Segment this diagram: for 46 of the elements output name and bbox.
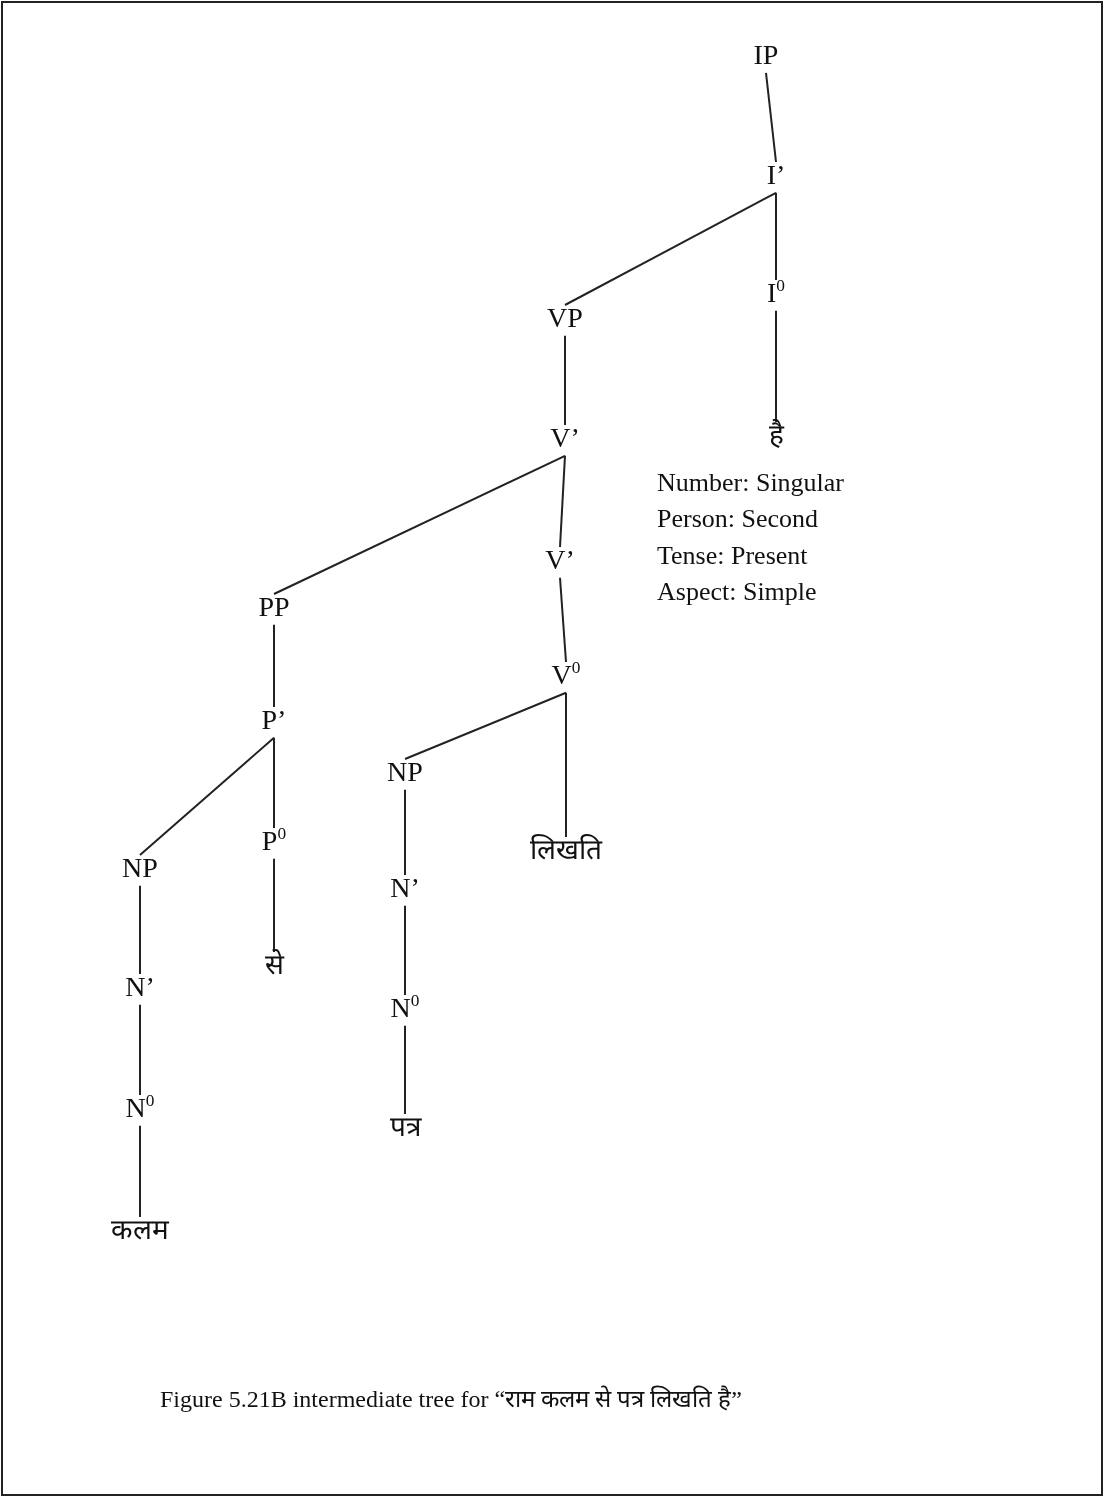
- tree-branch-line: [564, 334, 566, 426]
- tree-branch-line: [559, 576, 567, 663]
- tree-node-label: I’: [764, 160, 788, 191]
- tree-branch-line: [565, 691, 567, 838]
- tree-node-label: IP: [751, 40, 781, 71]
- tree-node-label: कलम: [109, 1215, 171, 1246]
- tree-node-label: है: [766, 420, 786, 451]
- tree-node-label: से: [262, 950, 286, 981]
- tree-node-label: N’: [123, 972, 157, 1003]
- tree-node-label: V$^{0}$: [549, 660, 583, 691]
- tree-branch-line: [775, 191, 777, 281]
- figure-caption: Figure 5.21B intermediate tree for “राम कलम से पत्र लिखति है”: [160, 1384, 742, 1414]
- feature-annotation: Tense: Present: [657, 539, 809, 572]
- tree-branch-line: [775, 309, 777, 423]
- tree-node-label: V’: [543, 545, 577, 576]
- tree-node-label: PP: [256, 592, 292, 623]
- tree-node-label: I$^{0}$: [765, 278, 787, 309]
- tree-branch-line: [404, 691, 567, 760]
- feature-annotation: Aspect: Simple: [657, 576, 818, 609]
- tree-branch-line: [404, 1024, 406, 1115]
- tree-branch-line: [139, 1003, 141, 1096]
- tree-branch-line: [765, 71, 777, 163]
- tree-branch-line: [273, 623, 275, 708]
- tree-node-label: N’: [388, 873, 422, 904]
- feature-annotation: Person: Second: [657, 503, 820, 536]
- tree-branch-line: [273, 736, 275, 829]
- tree-node-label: पत्र: [387, 1112, 423, 1143]
- tree-branch-line: [139, 736, 275, 856]
- tree-node-label: NP: [385, 757, 425, 788]
- tree-branch-line: [404, 904, 406, 996]
- tree-node-label: NP: [120, 853, 160, 884]
- feature-annotation: Number: Singular: [657, 467, 845, 499]
- tree-node-label: N$^{0}$: [388, 993, 422, 1024]
- tree-branch-line: [559, 454, 566, 548]
- tree-node-label: V’: [548, 423, 582, 454]
- tree-branch-line: [404, 788, 406, 876]
- tree-branch-line: [273, 454, 566, 595]
- tree-node-label: VP: [545, 303, 585, 334]
- tree-node-label: P’: [259, 705, 289, 736]
- tree-node-label: लिखति: [528, 835, 604, 866]
- tree-branch-line: [139, 884, 141, 975]
- tree-node-label: N$^{0}$: [123, 1093, 157, 1124]
- tree-branch-line: [273, 857, 275, 953]
- tree-branch-line: [139, 1124, 141, 1218]
- tree-node-label: P$^{0}$: [259, 826, 289, 857]
- tree-branch-line: [564, 191, 777, 306]
